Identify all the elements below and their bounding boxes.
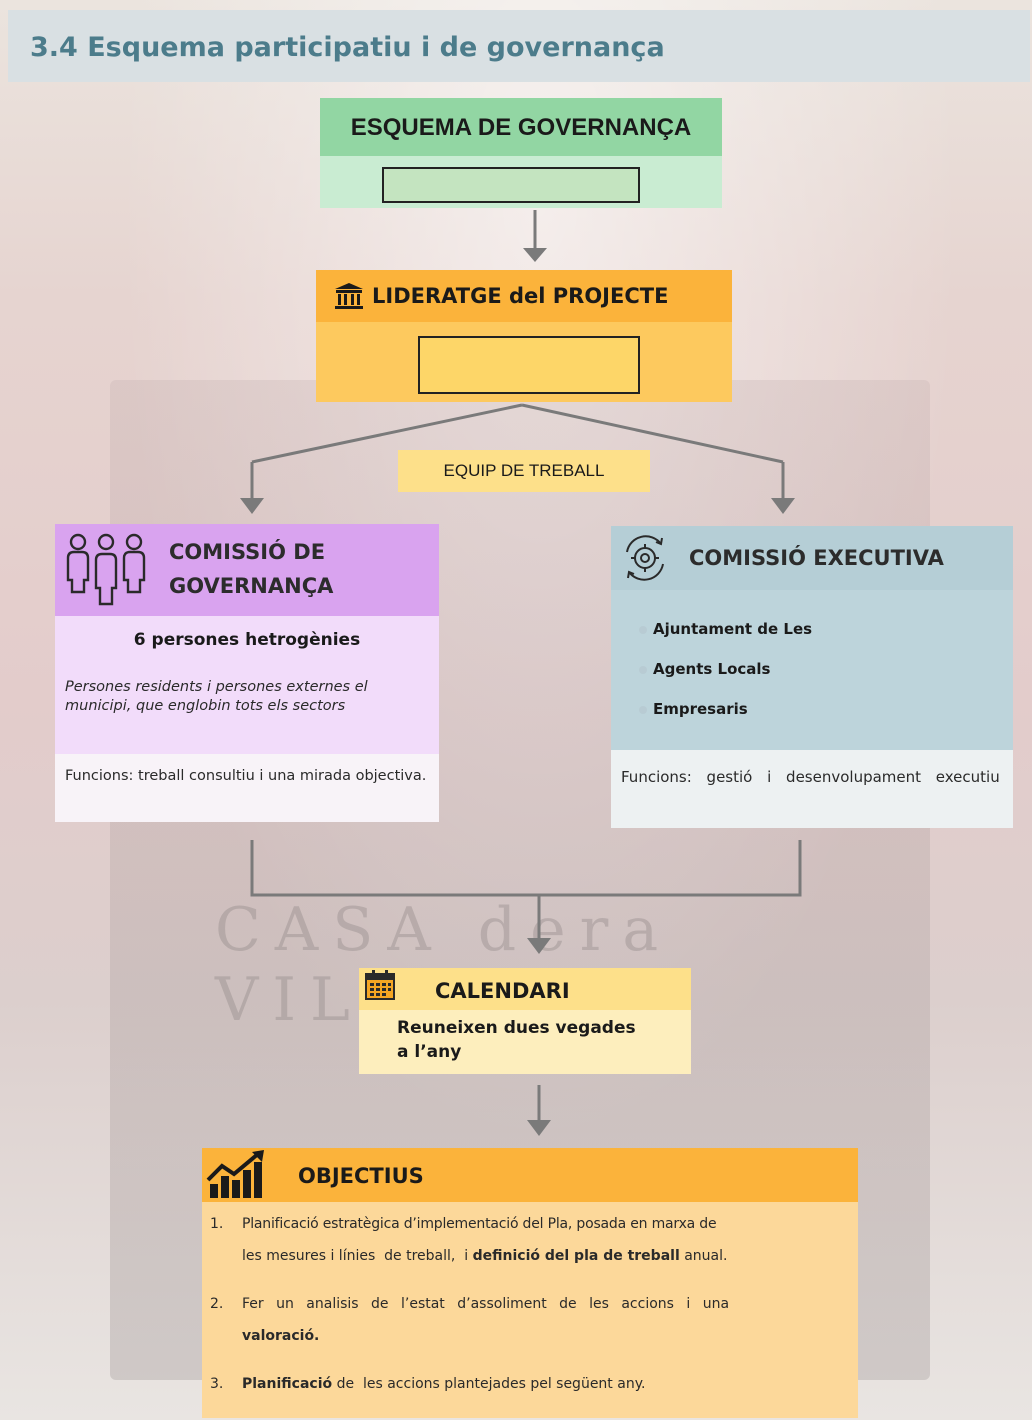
arrowhead-right: [771, 498, 795, 514]
bullet-icon: [639, 666, 647, 674]
objective-text-line2: valoració.: [242, 1328, 850, 1344]
objective-text-line1: Fer un analisis de l’estat d’assoliment …: [242, 1296, 730, 1312]
objective-number: 2.: [210, 1296, 224, 1312]
objective-item-3: 3. Planificació de les accions plantejad…: [210, 1376, 850, 1400]
governance-scheme-box: ESQUEMA DE GOVERNANÇA: [320, 98, 722, 208]
connector-right-diag: [521, 403, 784, 464]
bullet-icon: [639, 626, 647, 634]
objective-text-bold: definició del pla de treball: [472, 1248, 680, 1264]
calendar-title: CALENDARI: [435, 979, 570, 1003]
objective-text-bold: valoració.: [242, 1328, 320, 1344]
objective-number: 1.: [210, 1216, 224, 1232]
executive-commission-box: COMISSIÓ EXECUTIVA Ajuntament de Les Age…: [611, 526, 1013, 828]
objective-text-part: anual.: [679, 1248, 728, 1264]
section-title: 3.4 Esquema participatiu i de governança: [30, 32, 665, 63]
gear-cycle-icon: [626, 535, 664, 581]
governance-commission-body: 6 persones hetrogènies Persones resident…: [55, 616, 439, 754]
objective-item-1: 1. Planificació estratègica d’implementa…: [210, 1216, 850, 1276]
executive-commission-functions: Funcions: gestió i desenvolupament execu…: [621, 768, 1000, 786]
executive-item-label: Empresaris: [653, 700, 748, 718]
governance-commission-subtitle: 6 persones hetrogènies: [133, 630, 361, 650]
leadership-header: LIDERATGE del PROJECTE: [316, 270, 732, 322]
connector-merge: [250, 840, 802, 897]
executive-item: Agents Locals: [639, 660, 999, 682]
arrowhead-left: [240, 498, 264, 514]
objective-text-line1: Planificació estratègica d’implementació…: [242, 1216, 717, 1232]
objective-text-part: les mesures i línies de treball, i: [242, 1248, 473, 1264]
governance-scheme-title: ESQUEMA DE GOVERNANÇA: [350, 114, 692, 141]
bullet-icon: [639, 706, 647, 714]
objective-item-2: 2. Fer un analisis de l’estat d’assolime…: [210, 1296, 850, 1356]
institution-icon: [335, 283, 363, 309]
leadership-blank-field: [418, 336, 640, 394]
calendar-header: CALENDARI: [359, 968, 691, 1010]
team-label-box: EQUIP DE TREBALL: [398, 450, 650, 492]
growth-chart-icon: [206, 1150, 264, 1198]
objective-text-line1: Planificació de les accions plantejades …: [242, 1376, 850, 1392]
arrowhead-calendar: [527, 938, 551, 954]
governance-scheme-blank-field: [382, 167, 640, 203]
objective-text-bold: Planificació: [242, 1376, 333, 1392]
calendar-text-line2: a l’any: [397, 1042, 462, 1062]
governance-commission-description: Persones residents i persones externes e…: [65, 679, 368, 714]
leadership-title: LIDERATGE del PROJECTE: [372, 284, 669, 308]
calendar-box: CALENDARI Reuneixen dues vegades a l’any: [359, 968, 691, 1074]
executive-commission-functions-box: Funcions: gestió i desenvolupament execu…: [611, 750, 1013, 828]
governance-scheme-body: [320, 156, 722, 208]
executive-commission-title: COMISSIÓ EXECUTIVA: [689, 546, 944, 570]
governance-commission-title-line2: GOVERNANÇA: [169, 574, 334, 598]
executive-commission-header: COMISSIÓ EXECUTIVA: [611, 526, 1013, 590]
calendar-body: Reuneixen dues vegades a l’any: [359, 1010, 691, 1074]
objectives-body: 1. Planificació estratègica d’implementa…: [202, 1202, 858, 1418]
governance-commission-functions: Funcions: treball consultiu i una mirada…: [65, 768, 427, 784]
objective-number: 3.: [210, 1376, 224, 1392]
leadership-box: LIDERATGE del PROJECTE: [316, 270, 732, 402]
objectives-box: OBJECTIUS 1. Planificació estratègica d’…: [202, 1148, 858, 1418]
executive-item-label: Agents Locals: [653, 660, 771, 678]
governance-commission-title-line1: COMISSIÓ DE: [169, 540, 326, 564]
people-group-icon: [66, 533, 146, 606]
objectives-title: OBJECTIUS: [298, 1164, 424, 1188]
executive-item: Ajuntament de Les: [639, 620, 999, 642]
leadership-body: [316, 322, 732, 402]
executive-item: Empresaris: [639, 700, 999, 722]
governance-commission-box: COMISSIÓ DE GOVERNANÇA 6 persones hetrog…: [55, 524, 439, 822]
arrowhead-objectives: [527, 1120, 551, 1136]
arrowhead-top: [523, 248, 547, 262]
connector-left-diag: [251, 403, 523, 464]
calendar-text-line1: Reuneixen dues vegades: [397, 1018, 636, 1038]
executive-commission-body: Ajuntament de Les Agents Locals Empresar…: [611, 590, 1013, 750]
governance-commission-functions-box: Funcions: treball consultiu i una mirada…: [55, 754, 439, 822]
team-label: EQUIP DE TREBALL: [443, 461, 605, 480]
governance-scheme-header: ESQUEMA DE GOVERNANÇA: [320, 98, 722, 156]
objectives-header: OBJECTIUS: [202, 1148, 858, 1202]
calendar-icon: [365, 970, 395, 1000]
section-header: 3.4 Esquema participatiu i de governança: [8, 10, 1030, 82]
executive-item-label: Ajuntament de Les: [653, 620, 813, 638]
governance-commission-header: COMISSIÓ DE GOVERNANÇA: [55, 524, 439, 616]
objective-text-part: de les accions plantejades pel següent a…: [332, 1376, 646, 1392]
objective-text-line2: les mesures i línies de treball, i defin…: [242, 1248, 850, 1264]
